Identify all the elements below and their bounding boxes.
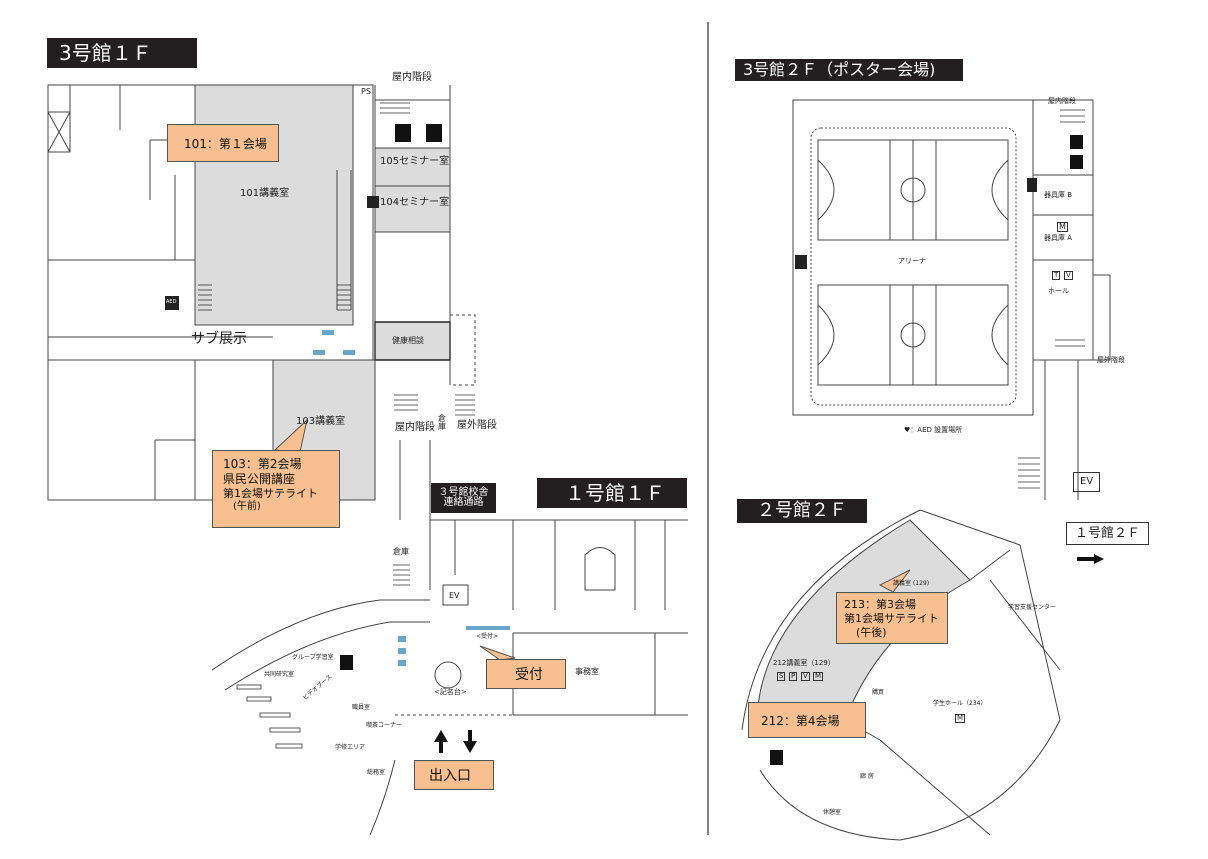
label-lounge: 休憩室	[823, 809, 842, 816]
label-podium: <記名台>	[434, 688, 467, 696]
corridor-line1: ３号館校舎	[438, 487, 489, 498]
callout-103-line1: 103：第2会場	[223, 457, 302, 471]
badge-p: P	[789, 672, 798, 681]
room-105-shape	[374, 147, 451, 187]
callout-room-212: 212：第4会場	[748, 702, 866, 738]
label-hall: ホール	[1048, 287, 1069, 295]
label-arena: アリーナ	[898, 257, 926, 265]
callout-room-213: 213：第3会場 第1会場サテライト (午後)	[836, 592, 948, 644]
label-outdoor-stairs: 屋外階段	[457, 420, 497, 431]
aed-markers	[165, 178, 1037, 310]
room-101-shape	[194, 84, 354, 326]
label-store: 購買	[872, 689, 885, 696]
label-outdoor-stairs-3f2: 屋外階段	[1097, 356, 1125, 364]
label-t: T	[1052, 271, 1061, 280]
label-reception-small: <受付>	[476, 633, 499, 640]
b3-2f-plan	[792, 99, 1111, 500]
label-joint-research: 共同研究室	[264, 671, 295, 678]
label-office: 事務室	[575, 667, 599, 676]
room-104-shape	[374, 185, 451, 233]
label-room-105: 105セミナー室	[380, 156, 450, 167]
corridor-label: ３号館校舎 連絡通路	[431, 483, 496, 513]
callout-103-line2: 県民公開講座	[223, 472, 296, 486]
label-indoor-stairs-top: 屋内階段	[392, 72, 432, 83]
label-cafe: 喫茶コーナー	[366, 722, 403, 729]
b1-1f-plan	[211, 330, 688, 836]
label-ev-1f: EV	[449, 591, 460, 600]
label-admin: 総務室	[367, 769, 386, 776]
callout-room-101: 101：第１会場	[167, 124, 279, 162]
label-aed-note: ♥：AED 設置場所	[904, 426, 963, 434]
corridor-line2: 連絡通路	[443, 497, 484, 508]
label-room-213: 講義室 (129)	[893, 580, 930, 587]
header-b1-1f: １号館１Ｆ	[537, 478, 687, 508]
callout-103-line3: 第1会場サテライト	[223, 487, 318, 500]
callout-213-line3: (午後)	[856, 625, 887, 639]
seating-icons-1f	[313, 330, 510, 666]
label-ps: PS	[361, 87, 371, 96]
callout-room-103: 103：第2会場 県民公開講座 第1会場サテライト (午前)	[212, 450, 340, 528]
badge-s: S	[777, 672, 786, 681]
callout-103-line4: (午前)	[233, 500, 261, 512]
label-staff: 職員室	[352, 704, 371, 711]
label-aed-3f1: AED	[166, 299, 177, 305]
label-ev-3f2: EV	[1073, 472, 1101, 492]
label-corridor-2f2: 廊 房	[860, 773, 874, 780]
toilet-icons	[340, 124, 1083, 765]
label-student-support: 学習支援センター	[1008, 604, 1057, 611]
b3-1f-plan	[47, 84, 476, 501]
header-b2-2f: ２号館２Ｆ	[737, 499, 867, 523]
label-room-101: 101講義室	[240, 188, 290, 199]
entrance-arrows	[434, 554, 1104, 753]
callout-entrance: 出入口	[414, 760, 494, 790]
label-v: V	[1064, 271, 1073, 280]
x-box	[47, 111, 71, 153]
header-b3-1f: 3号館１Ｆ	[47, 38, 197, 68]
callout-213-line1: 213：第3会場	[844, 598, 916, 611]
label-room-104: 104セミナー室	[380, 197, 450, 208]
label-m-2f2: M	[955, 714, 966, 723]
label-study-area: 学修エリア	[335, 744, 366, 751]
label-m-3f2: M	[1057, 222, 1068, 232]
label-room-103: 103講義室	[296, 416, 346, 427]
badge-m: M	[813, 672, 824, 681]
label-student-hall: 学生ホール（234）	[933, 700, 987, 707]
callout-213-line2: 第1会場サテライト	[844, 611, 939, 625]
label-health: 健康相談	[392, 336, 424, 345]
label-room-212: 212講義室（129）	[773, 659, 835, 667]
label-equip-a: 器具庫 A	[1044, 234, 1073, 242]
badge-v: V	[801, 672, 810, 681]
label-indoor-stairs: 屋内階段	[395, 422, 435, 433]
label-to-1f2: １号館２Ｆ	[1066, 522, 1150, 545]
label-storage-1f: 倉庫	[393, 547, 409, 556]
label-sub-exhibit: サブ展示	[191, 331, 247, 347]
header-b3-2f: 3号館２Ｆ（ポスター会場)	[735, 59, 963, 81]
label-group-study: グループ学習室	[292, 654, 334, 661]
label-storage-3f1: 倉庫	[438, 414, 446, 431]
label-equip-b: 器具庫 B	[1044, 191, 1073, 199]
callout-reception: 受付	[486, 659, 566, 689]
label-indoor-stairs-3f2: 屋内階段	[1048, 97, 1076, 105]
